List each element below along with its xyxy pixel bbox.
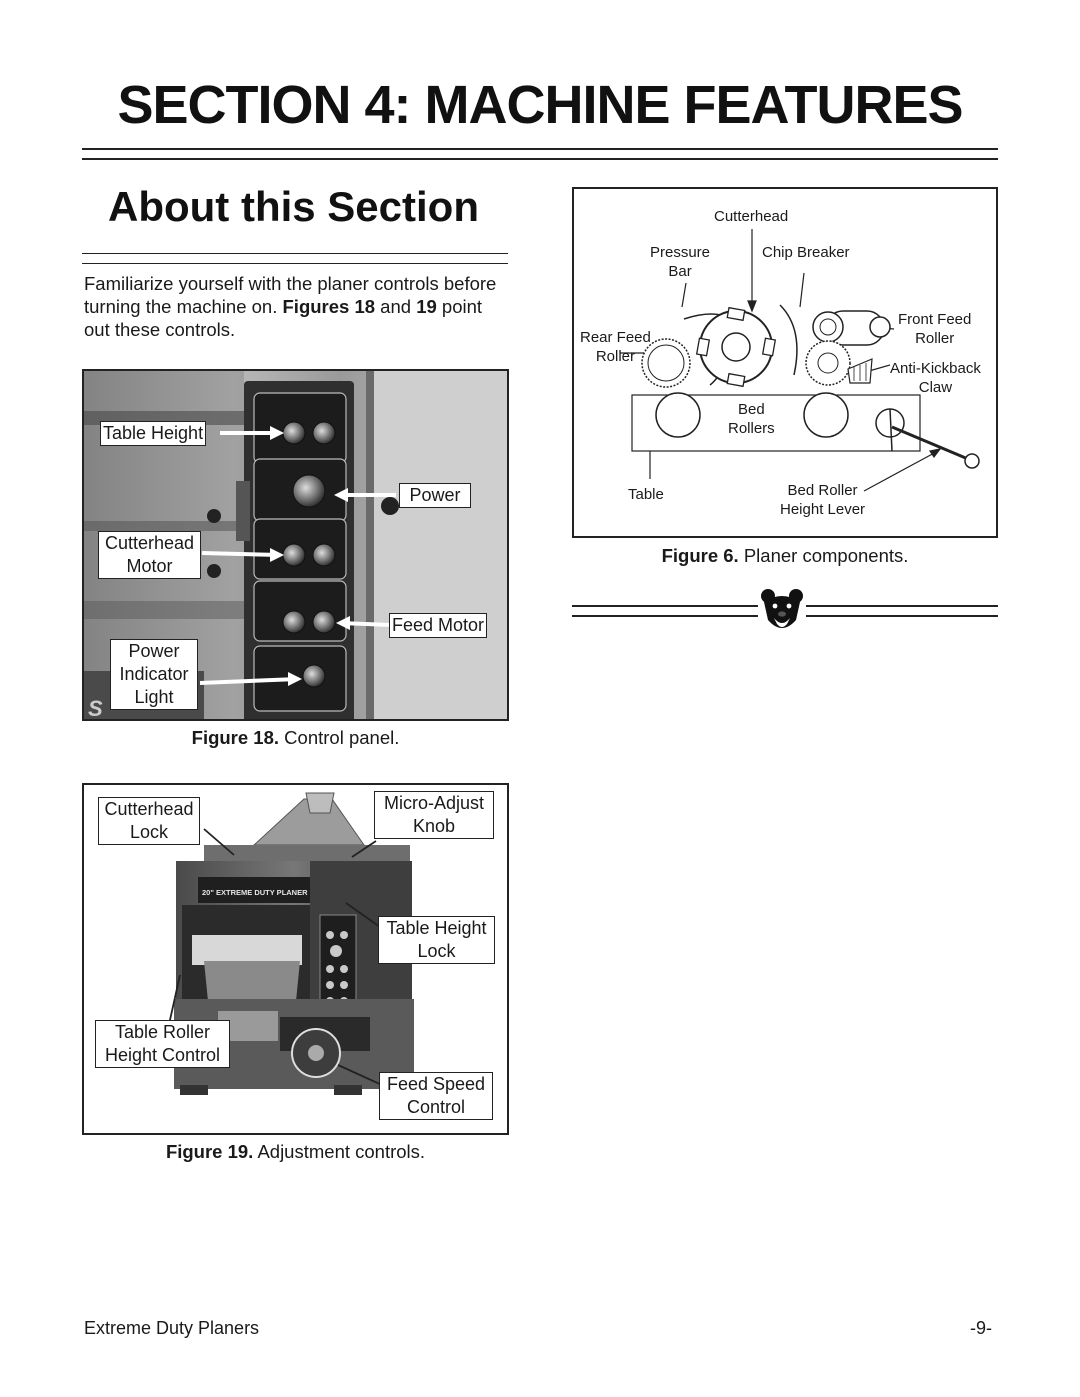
bear-logo-icon <box>761 589 803 628</box>
label-rear-feed-roller: Rear Feed Roller <box>580 329 651 365</box>
section-title: SECTION 4: MACHINE FEATURES <box>117 75 963 135</box>
label-bed-rollers: Bed Rollers <box>728 401 775 437</box>
label-table-height-lock: Table Height Lock <box>378 916 495 964</box>
label-front-feed-roller: Front Feed Roller <box>898 311 972 347</box>
machine-nameplate: 20" EXTREME DUTY PLANER <box>202 888 308 897</box>
heading-rule-top <box>82 253 508 254</box>
label-table-roller-height-control: Table Roller Height Control <box>95 1020 230 1068</box>
label-anti-kickback-claw: Anti-Kickback Claw <box>890 360 981 396</box>
label-table-height: Table Height <box>100 421 207 446</box>
label-micro-adjust-knob: Micro-Adjust Knob <box>374 791 494 839</box>
divider-right-top <box>806 605 998 607</box>
heading-rule-bottom <box>82 263 508 264</box>
label-cutterhead-motor: Cutterhead Motor <box>98 531 201 579</box>
figure-18-caption: Figure 18. Control panel. <box>191 727 400 748</box>
footer-left: Extreme Duty Planers <box>84 1318 260 1338</box>
intro-paragraph: Familiarize yourself with the planer con… <box>84 273 497 340</box>
svg-text:S: S <box>88 696 103 721</box>
planer-components-diagram <box>620 229 980 492</box>
label-bed-roller-height-lever: Bed Roller Height Lever <box>780 482 866 518</box>
about-heading: About this Section <box>108 183 479 230</box>
figure-6-caption: Figure 6. Planer components. <box>661 545 909 566</box>
label-power-indicator-light: Power Indicator Light <box>110 639 198 710</box>
divider-left-top <box>572 605 758 607</box>
label-power: Power <box>399 483 471 508</box>
label-table: Table <box>628 486 664 503</box>
figure-19-caption: Figure 19. Adjustment controls. <box>165 1141 426 1162</box>
title-rule-bottom <box>82 158 998 160</box>
page-number: -9- <box>970 1318 992 1338</box>
figure-6-planer-components: Cutterhead Pressure Bar Chip Breaker Fro… <box>572 187 998 538</box>
label-pressure-bar: Pressure Bar <box>650 244 711 280</box>
label-feed-motor: Feed Motor <box>389 613 488 638</box>
divider-right-bottom <box>806 615 998 617</box>
label-chip-breaker: Chip Breaker <box>762 244 850 261</box>
label-cutterhead: Cutterhead <box>714 208 789 225</box>
label-cutterhead-lock: Cutterhead Lock <box>98 797 200 845</box>
label-feed-speed-control: Feed Speed Control <box>379 1072 493 1120</box>
divider-left-bottom <box>572 615 758 617</box>
title-rule-top <box>82 148 998 150</box>
